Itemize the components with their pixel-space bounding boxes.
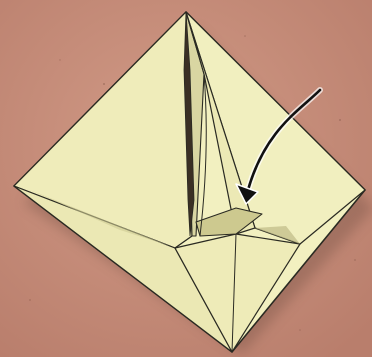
origami-fold-illustration <box>0 0 372 357</box>
origami-diagram <box>0 0 372 357</box>
